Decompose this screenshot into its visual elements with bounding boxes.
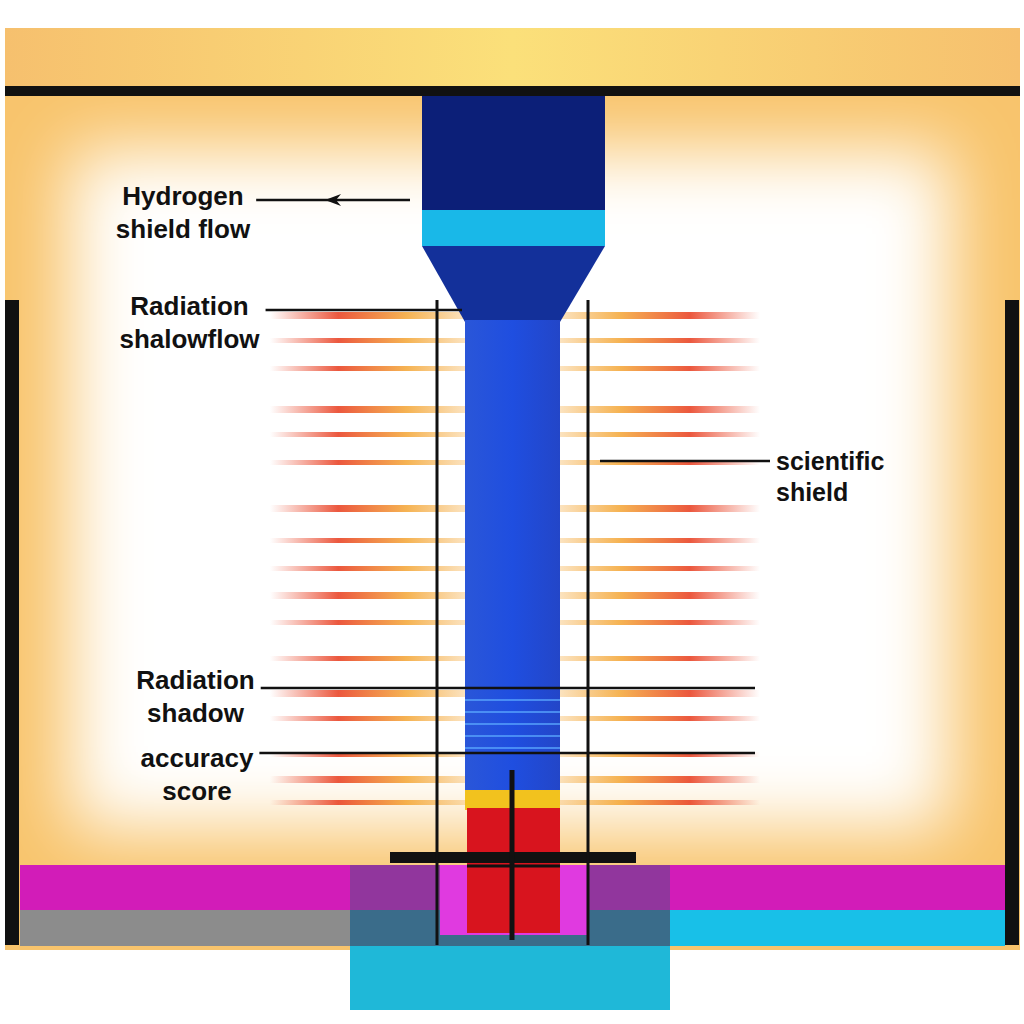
radiation-label: Radiation shalowflow — [92, 290, 287, 355]
leader-line — [600, 460, 770, 463]
shadow-label: Radiation shadow — [108, 664, 283, 729]
radiation-streak — [560, 505, 760, 512]
shield-label: scientific shield — [776, 446, 926, 509]
hydrogen-label: Hydrogen shield flow — [88, 180, 278, 245]
leader-line — [261, 687, 755, 690]
radiation-streak — [560, 620, 760, 625]
arrow-head — [325, 194, 341, 206]
accuracy-label: accuracy score — [112, 742, 282, 807]
leader-line — [259, 752, 755, 755]
radiation-streak — [560, 338, 760, 343]
radiation-streak — [560, 656, 760, 661]
radiation-streak — [560, 690, 760, 697]
radiation-streak — [560, 566, 760, 571]
radiation-streak — [560, 800, 760, 805]
radiation-streak — [560, 432, 760, 437]
radiation-streak — [560, 406, 760, 413]
radiation-streak — [560, 776, 760, 783]
radiation-streak — [560, 716, 760, 721]
radiation-streak — [560, 312, 760, 319]
radiation-streak — [560, 366, 760, 371]
leader-line — [266, 309, 462, 312]
radiation-streak — [560, 538, 760, 543]
radiation-streak — [560, 592, 760, 599]
